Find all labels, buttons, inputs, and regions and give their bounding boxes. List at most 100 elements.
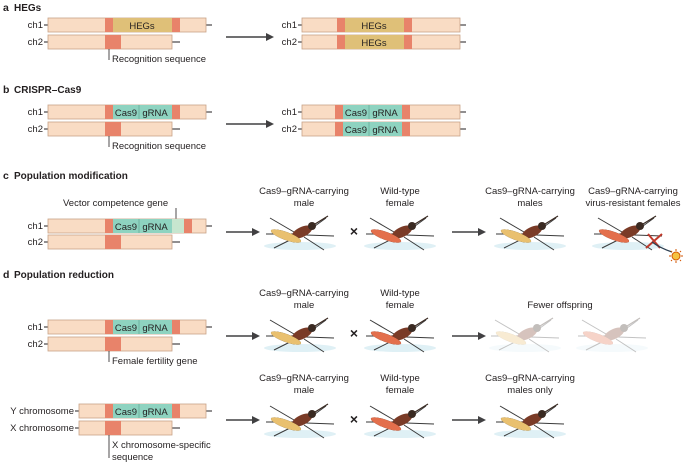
panel-a-result-ch2-bar: HEGs [298, 34, 466, 50]
panel-d-letter: d [3, 269, 9, 281]
panel-b-recognition-note: Recognition sequence [112, 141, 206, 152]
panel-d-female-label-1: Wild-type [380, 288, 420, 299]
panel-d-ch2-label: ch2 [28, 339, 43, 350]
panel-a-ch1-bar: HEGs [44, 17, 212, 33]
panel-b-cas9-label: Cas9 [115, 108, 137, 119]
panel-d-arrow-3 [226, 416, 260, 424]
panel-c-male-label-2: male [294, 198, 315, 209]
panel-d-cross-2: × [350, 411, 358, 427]
panel-c: c Population modification Vector compete… [3, 170, 683, 263]
panel-b-result-cas9-2: Cas9 [345, 125, 367, 136]
panel-c-result-females-1: Cas9–gRNA-carrying [588, 186, 678, 197]
panel-d-male2-label-1: Cas9–gRNA-carrying [259, 373, 349, 384]
panel-a-result-hegs1: HEGs [361, 21, 387, 32]
panel-a-result-hegs2: HEGs [361, 38, 387, 49]
panel-d-female2-mosquito [363, 403, 437, 439]
panel-a-ch2-bar [44, 34, 180, 50]
panel-c-result-females-2: virus-resistant females [585, 198, 680, 209]
panel-c-cross: × [350, 223, 358, 239]
panel-d-x-chromosome-bar [75, 420, 180, 436]
panel-a-result-ch1-bar: HEGs [298, 17, 466, 33]
panel-d-x-specific-note-1: X chromosome-specific [112, 440, 211, 451]
virus-blocked-icon [645, 233, 683, 263]
panel-c-title: Population modification [14, 171, 128, 182]
panel-b-result-cas9-1: Cas9 [345, 108, 367, 119]
panel-d-female-label-2: female [386, 300, 415, 311]
panel-b-arrow [226, 120, 274, 128]
panel-a-recognition-note: Recognition sequence [112, 54, 206, 65]
panel-c-ch1-bar: Cas9 gRNA [44, 218, 212, 234]
panel-b-result-ch1-bar: Cas9 gRNA [298, 104, 466, 120]
panel-c-ch1-label: ch1 [28, 221, 43, 232]
panel-d-female-mosquito [363, 317, 437, 353]
panel-c-result-male-mosquito [493, 215, 567, 251]
panel-a-letter: a [3, 2, 9, 14]
panel-b-ch1-bar: Cas9 gRNA [44, 104, 212, 120]
panel-b-letter: b [3, 84, 9, 96]
panel-c-result-males-2: males [517, 198, 543, 209]
panel-d-grna-label: gRNA [142, 323, 168, 334]
panel-a: a HEGs ch1 ch2 HEGs Recognition sequence… [3, 2, 466, 65]
panel-d-fewer-offspring: Fewer offspring [527, 300, 592, 311]
panel-d-males-only-mosquito [493, 403, 567, 439]
panel-b-ch2-bar [44, 121, 180, 137]
panel-d-cas9-label: Cas9 [115, 323, 137, 334]
panel-b-ch1-label: ch1 [28, 107, 43, 118]
panel-d-female2-label-2: female [386, 385, 415, 396]
panel-d-ch2-bar [44, 336, 180, 352]
panel-c-ch2-bar [44, 234, 180, 250]
panel-d-ch1-label: ch1 [28, 322, 43, 333]
panel-b-result-ch2-bar: Cas9 gRNA [298, 121, 466, 137]
panel-b-grna-label: gRNA [142, 108, 168, 119]
panel-c-cas9-label: Cas9 [115, 222, 137, 233]
panel-d-males-only-2: males only [507, 385, 553, 396]
panel-b-result-ch1-label: ch1 [282, 107, 297, 118]
panel-b-ch2-label: ch2 [28, 124, 43, 135]
panel-a-ch1-label: ch1 [28, 20, 43, 31]
panel-a-ch2-label: ch2 [28, 37, 43, 48]
panel-c-result-males-1: Cas9–gRNA-carrying [485, 186, 575, 197]
panel-c-arrow-2 [452, 228, 486, 236]
panel-d-y-grna-label: gRNA [142, 407, 168, 418]
panel-d-arrow-4 [452, 416, 486, 424]
panel-d-arrow-2 [452, 332, 486, 340]
panel-d-arrow-1 [226, 332, 260, 340]
panel-d: d Population reduction ch1 ch2 Cas9 gRNA… [3, 269, 649, 463]
panel-c-female-mosquito [363, 215, 437, 251]
panel-a-title: HEGs [14, 3, 42, 14]
panel-d-y-chromosome-label: Y chromosome [10, 406, 74, 417]
panel-c-arrow-1 [226, 228, 260, 236]
panel-c-female-label-2: female [386, 198, 415, 209]
panel-a-arrow [226, 33, 274, 41]
panel-c-vector-note: Vector competence gene [63, 198, 168, 209]
panel-d-offspring-male-mosquito [488, 317, 562, 353]
panel-a-result-ch1-label: ch1 [282, 20, 297, 31]
panel-b-result-ch2-label: ch2 [282, 124, 297, 135]
panel-c-letter: c [3, 170, 9, 182]
panel-b-result-grna-2: gRNA [372, 125, 398, 136]
panel-b: b CRISPR–Cas9 ch1 ch2 Cas9 gRNA Recognit… [3, 84, 466, 152]
panel-d-x-chromosome-label: X chromosome [10, 423, 74, 434]
panel-c-male-label-1: Cas9–gRNA-carrying [259, 186, 349, 197]
panel-d-male-label-2: male [294, 300, 315, 311]
panel-d-fertility-note: Female fertility gene [112, 356, 198, 367]
panel-c-result-female-mosquito [591, 215, 665, 251]
panel-c-ch2-label: ch2 [28, 237, 43, 248]
panel-d-offspring-female-mosquito [575, 317, 649, 353]
panel-a-hegs-label: HEGs [129, 21, 155, 32]
panel-d-males-only-1: Cas9–gRNA-carrying [485, 373, 575, 384]
panel-d-y-chromosome-bar: Cas9 gRNA [75, 403, 212, 419]
panel-c-female-label-1: Wild-type [380, 186, 420, 197]
panel-d-female2-label-1: Wild-type [380, 373, 420, 384]
panel-d-title: Population reduction [14, 270, 114, 281]
panel-d-male-mosquito [263, 317, 337, 353]
panel-c-grna-label: gRNA [142, 222, 168, 233]
panel-d-cross: × [350, 325, 358, 341]
panel-b-title: CRISPR–Cas9 [14, 85, 82, 96]
panel-b-result-grna-1: gRNA [372, 108, 398, 119]
panel-d-ch1-bar: Cas9 gRNA [44, 319, 212, 335]
panel-d-x-specific-note-2: sequence [112, 452, 153, 463]
panel-d-male2-label-2: male [294, 385, 315, 396]
panel-d-male2-mosquito [263, 403, 337, 439]
